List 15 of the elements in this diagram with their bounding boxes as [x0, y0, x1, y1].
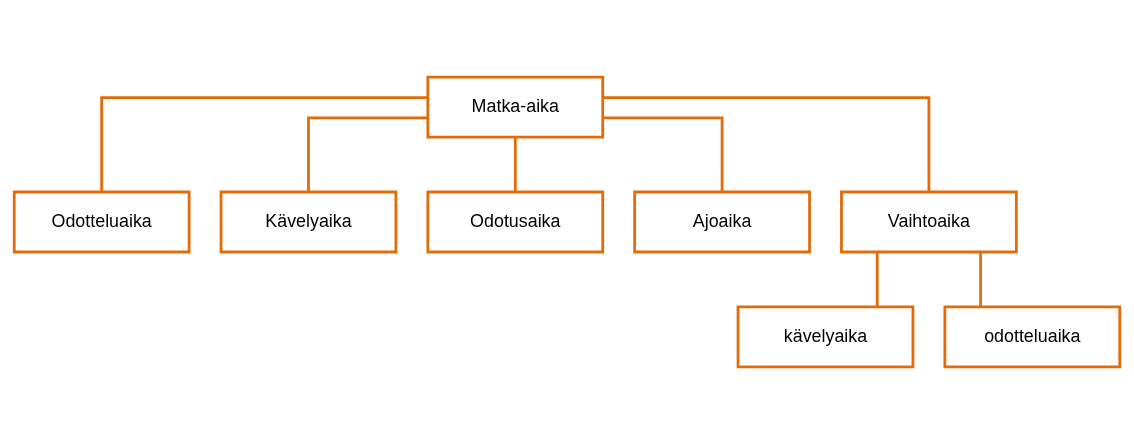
node-box: Kävelyaika	[219, 190, 398, 254]
node-box: Matka-aika	[426, 75, 605, 139]
node-box: Ajoaika	[633, 190, 811, 254]
connector	[513, 137, 517, 192]
node-box: Vaihtoaika	[840, 190, 1018, 254]
node-box: Odotusaika	[426, 190, 605, 254]
node-box: Odotteluaika	[12, 190, 191, 254]
connector	[979, 252, 983, 307]
connector	[875, 252, 879, 307]
connector	[307, 116, 428, 192]
node-box: odotteluaika	[943, 305, 1122, 369]
connector	[603, 96, 931, 192]
connector	[100, 96, 428, 192]
connector	[603, 116, 724, 192]
node-box: kävelyaika	[736, 305, 915, 369]
